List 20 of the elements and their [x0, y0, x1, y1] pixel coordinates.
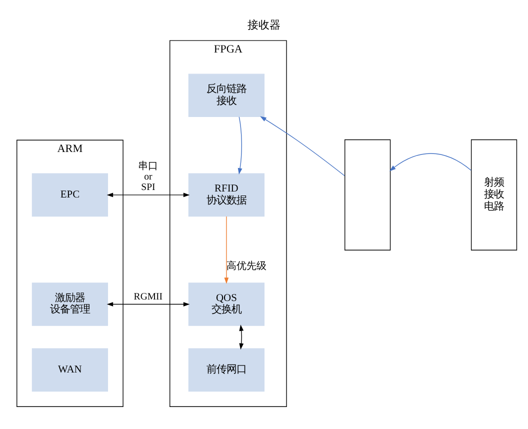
- node-box: EPC: [32, 173, 108, 217]
- edge-label: 高优先级: [226, 261, 267, 272]
- arrow: [260, 116, 345, 176]
- arrow: [389, 153, 472, 172]
- node-box: WAN: [32, 348, 108, 392]
- edge-label: RGMII: [134, 292, 163, 303]
- arrow: [238, 116, 242, 174]
- node-box: 反向链路接收: [188, 74, 265, 118]
- arrow: [106, 302, 190, 306]
- node-box: 前传网口: [188, 348, 265, 392]
- node-box: RFID 协议数据: [188, 173, 265, 217]
- diagram-title: 接收器: [248, 20, 280, 32]
- arrow: [239, 324, 244, 350]
- node-box: QOS 交换机: [188, 282, 265, 326]
- edge-label: 串口 or SPI: [138, 161, 158, 194]
- arrow: [106, 192, 190, 198]
- arrow: [224, 216, 229, 284]
- node-box: [344, 139, 391, 250]
- node-box: 激励器设备管理: [32, 282, 108, 326]
- node-box: 射频接收电路: [470, 139, 518, 250]
